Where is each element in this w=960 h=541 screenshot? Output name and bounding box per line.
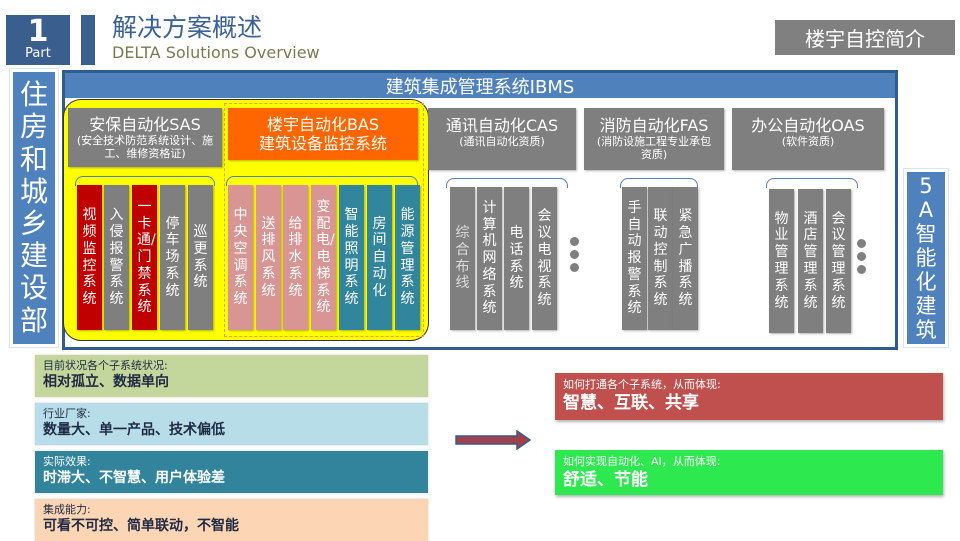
ibms-title: 建筑集成管理系统IBMS	[62, 70, 898, 98]
subsystem-item: 紧急广播系统	[673, 187, 698, 330]
fas-header: 消防自动化FAS(消防设施工程专业承包资质)	[584, 108, 724, 170]
subsystem-item: 会议管理系统	[826, 189, 851, 333]
subsystem-item: 中央空调系统	[228, 185, 253, 330]
goal-card-automation: 如何实现自动化、AI，从而体现:舒适、节能	[555, 450, 943, 495]
subsystem-item: 物业管理系统	[769, 189, 794, 333]
page-title: 解决方案概述	[112, 13, 263, 42]
subsystem-item: 计算机网络系统	[477, 187, 502, 330]
subsystem-item: 停车场系统	[160, 185, 185, 330]
sas-header: 安保自动化SAS(安全技术防范系统设计、施工、维修资格证)	[68, 108, 222, 167]
bas-dashed-frame	[224, 103, 424, 337]
status-card-vendors: 行业厂家:数量大、单一产品、技术偏低	[35, 403, 428, 445]
status-card-current: 目前状况各个子系统状况:相对孤立、数据单向	[35, 355, 428, 397]
subsystem-item: 入侵报警系统	[104, 185, 129, 330]
oas-header: 办公自动化OAS(软件资质)	[732, 108, 884, 170]
subsystem-item: 变配电/电梯系统	[311, 185, 336, 330]
right-arrow-icon	[455, 430, 531, 450]
subsystem-item: 手自动报警系统	[622, 187, 647, 330]
subsystem-item: 智能照明系统	[339, 185, 364, 330]
ministry-label: 住房和城乡建设部	[9, 68, 59, 348]
title-accent-bar	[81, 15, 95, 65]
subsystem-item: 能源管理系统	[395, 185, 420, 330]
oas-brace	[766, 178, 858, 188]
more-ellipsis-icon	[857, 239, 866, 274]
subsystem-item: 巡更系统	[188, 185, 213, 330]
fas-brace	[620, 178, 698, 188]
subsystem-item: 房间自动化	[367, 185, 392, 330]
subsystem-item: 电话系统	[504, 187, 529, 330]
more-ellipsis-icon	[570, 237, 579, 272]
5a-building-label: 5A智能化建筑	[903, 168, 949, 348]
bas-brace	[226, 176, 418, 186]
page-subtitle: DELTA Solutions Overview	[112, 43, 320, 62]
cas-header: 通讯自动化CAS(通讯自动化资质)	[428, 108, 576, 170]
subsystem-item: 会议电视系统	[532, 187, 557, 330]
goal-card-interconnect: 如何打通各个子系统，从而体现:智慧、互联、共享	[555, 373, 943, 420]
sas-brace	[75, 176, 215, 186]
subsystem-item: 联动控制系统	[648, 187, 673, 330]
cas-brace	[446, 178, 568, 188]
subsystem-item: 一卡通/门禁系统	[132, 185, 157, 330]
status-card-integration: 集成能力:可看不可控、简单联动，不智能	[35, 499, 428, 541]
subsystem-item: 视频监控系统	[77, 185, 102, 330]
status-card-effect: 实际效果:时滞大、不智慧、用户体验差	[35, 451, 428, 493]
subsystem-item: 酒店管理系统	[798, 189, 823, 333]
section-badge: 楼宇自控简介	[775, 20, 955, 55]
subsystem-item: 给排水系统	[283, 185, 308, 330]
subsystem-item: 送排风系统	[256, 185, 281, 330]
subsystem-item: 综合布线	[450, 187, 475, 330]
